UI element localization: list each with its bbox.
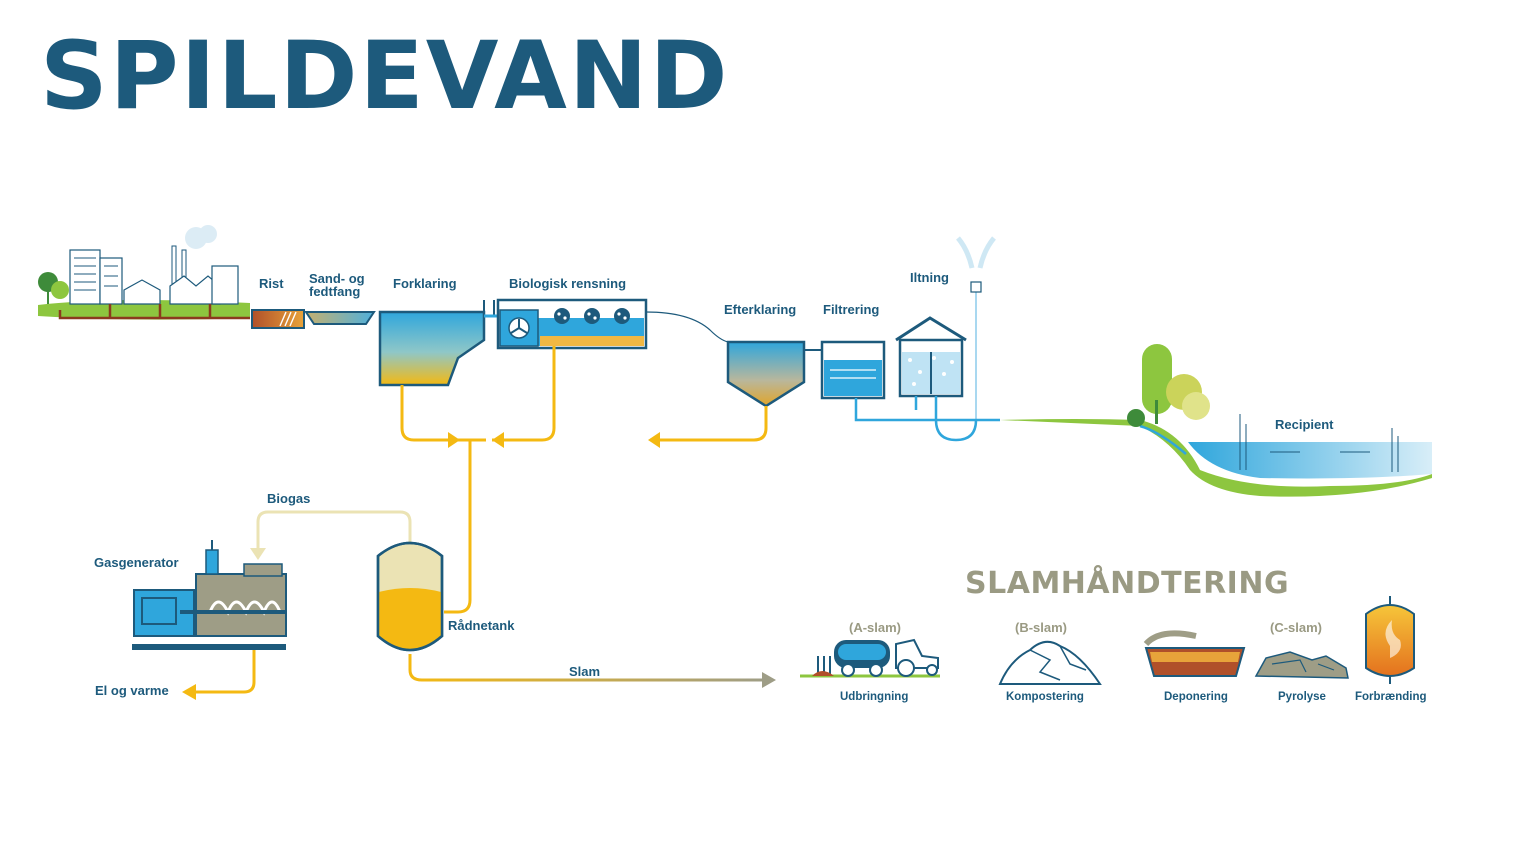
- rist-unit: [251, 309, 305, 329]
- efterklaring-tank: [726, 340, 822, 408]
- label-forbraending: Forbrænding: [1355, 691, 1427, 703]
- slam-pipe: [408, 654, 776, 688]
- label-biogas: Biogas: [267, 491, 311, 506]
- label-gasgenerator: Gasgenerator: [94, 555, 179, 570]
- page-title: SPILDEVAND: [40, 22, 730, 131]
- iltning-building: [895, 236, 996, 420]
- label-raadnetank: Rådnetank: [448, 618, 515, 633]
- gasgenerator: [132, 540, 287, 700]
- label-a-slam: (A-slam): [849, 620, 902, 635]
- label-c-slam: (C-slam): [1270, 620, 1323, 635]
- pyrolyse-icon: [1254, 651, 1349, 679]
- label-sand-og: Sand- og: [309, 271, 365, 286]
- effluent-pipes: [854, 396, 1000, 442]
- label-udbringning: Udbringning: [840, 691, 909, 703]
- label-recipient: Recipient: [1275, 417, 1334, 432]
- label-filtrering: Filtrering: [823, 302, 880, 317]
- filtrering-tank: [820, 340, 886, 400]
- label-slam: Slam: [569, 664, 601, 679]
- forklaring-tank: [378, 300, 498, 387]
- label-biologisk-rensning: Biologisk rensning: [509, 276, 627, 291]
- recipient-landscape: [1000, 344, 1432, 497]
- sludge-arrows: [448, 432, 660, 448]
- label-iltning: Iltning: [910, 270, 949, 285]
- label-b-slam: (B-slam): [1015, 620, 1068, 635]
- sludge-return-pipes: [400, 346, 768, 614]
- udbringning-icon: [800, 638, 940, 678]
- forbraending-icon: [1365, 596, 1415, 684]
- slamhaandtering-heading: SLAMHÅNDTERING: [965, 566, 1290, 601]
- label-fedtfang: fedtfang: [309, 284, 361, 299]
- deponering-icon: [1143, 630, 1246, 677]
- label-el-og-varme: El og varme: [95, 683, 169, 698]
- label-pyrolyse: Pyrolyse: [1278, 691, 1326, 703]
- label-forklaring: Forklaring: [393, 276, 457, 291]
- kompostering-icon: [998, 640, 1102, 685]
- label-deponering: Deponering: [1164, 691, 1228, 703]
- sand-fedtfang-unit: [304, 311, 376, 325]
- label-efterklaring: Efterklaring: [724, 302, 797, 317]
- label-kompostering: Kompostering: [1006, 691, 1084, 703]
- biogas-pipe: [250, 510, 412, 560]
- raadnetank: [376, 541, 444, 652]
- biologisk-tank: [496, 298, 648, 350]
- label-rist: Rist: [259, 276, 284, 291]
- city-illustration: [38, 225, 250, 320]
